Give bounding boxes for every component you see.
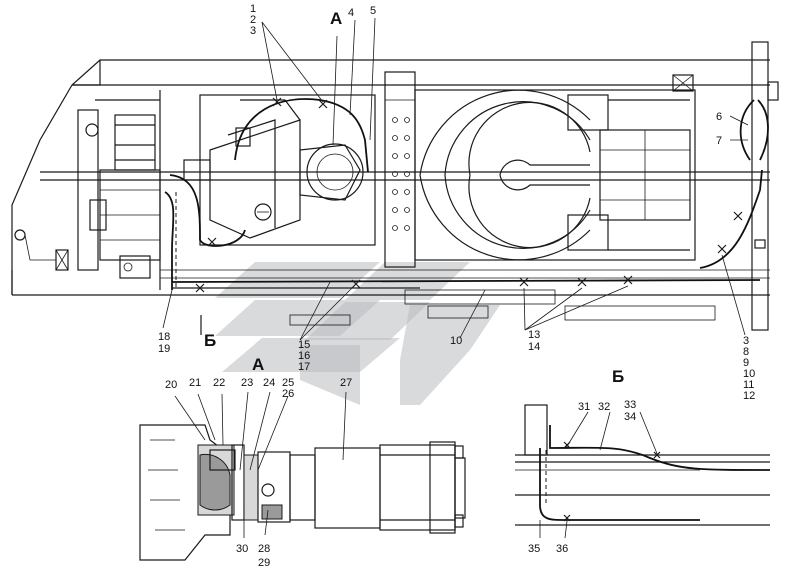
view-label-a-detail: А [252,355,264,374]
callout-33: 33 [624,399,636,411]
callout-26: 26 [282,388,294,400]
callout-11: 11 [743,379,754,391]
callout-19: 19 [158,343,170,355]
callout-13: 13 [528,329,540,341]
callout-16: 16 [298,350,310,362]
pipelines [164,98,769,290]
gearbox [183,94,376,246]
pump-block [95,90,161,290]
callout-2: 2 [250,14,256,26]
callout-4: 4 [348,7,354,19]
callout-15: 15 [298,339,310,351]
watermark-logo [215,262,500,405]
callout-34: 34 [624,411,636,423]
callout-14: 14 [528,341,540,353]
view-label-a-top: А [330,9,342,28]
cross-member [384,71,416,268]
callout-3: 3 [250,25,256,37]
callout-5: 5 [370,5,376,17]
leader-lines [162,17,749,341]
view-label-b-detail: Б [612,367,624,386]
callout-35: 35 [528,543,540,555]
callout-30: 30 [236,543,248,555]
clamps [195,97,743,293]
callout-17: 17 [298,361,310,373]
view-labels: А Б А Б [204,9,624,386]
fifth-wheel [414,89,696,261]
callout-20: 20 [165,379,177,391]
callout-numbers: 1 2 3 4 5 6 7 3 8 9 10 11 12 10 13 14 15… [158,3,755,569]
callout-27: 27 [340,377,352,389]
callout-36: 36 [556,543,568,555]
callout-23: 23 [241,377,253,389]
callout-10: 10 [743,368,755,380]
callout-31: 31 [578,401,590,413]
rear-mount [672,41,779,331]
callout-28: 28 [258,543,270,555]
callout-10b: 10 [450,335,462,347]
callout-29: 29 [258,557,270,569]
callout-32: 32 [598,401,610,413]
callout-21: 21 [189,377,201,389]
callout-22: 22 [213,377,225,389]
callout-12: 12 [743,390,755,402]
callout-6: 6 [716,111,722,123]
callout-25: 25 [282,377,294,389]
callout-1: 1 [250,3,256,15]
callout-8: 8 [743,346,749,358]
callout-9: 9 [743,357,749,369]
callout-18: 18 [158,331,170,343]
detail-a [139,391,466,561]
chassis-frame [11,59,770,296]
callout-3b: 3 [743,335,749,347]
callout-24: 24 [263,377,275,389]
callout-7: 7 [716,135,722,147]
view-label-b-marker: Б [204,331,216,350]
detail-b [515,404,771,539]
